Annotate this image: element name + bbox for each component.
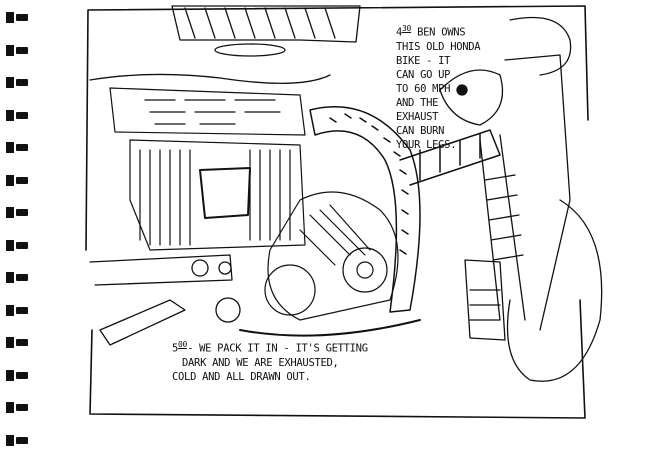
spiral-ring	[6, 44, 28, 56]
note-time: 5	[172, 342, 179, 355]
frame-tube	[309, 106, 501, 313]
spiral-ring	[6, 239, 28, 251]
spiral-ring	[6, 142, 28, 153]
spiral-ring	[6, 304, 28, 316]
spiral-ring	[6, 174, 28, 186]
seat	[89, 5, 361, 84]
spiral-ring	[6, 434, 28, 446]
spiral-ring	[6, 337, 28, 348]
spiral-binding	[6, 0, 32, 461]
note-line: can burn	[396, 124, 445, 137]
note-time-minutes: 00	[178, 340, 188, 349]
note-line: can go up	[396, 68, 451, 81]
note-line: this old Honda	[396, 40, 481, 53]
note-time-minutes: 30	[402, 24, 412, 33]
spiral-ring	[6, 77, 28, 88]
note-pack-it-in: 500- We pack it in - it's getting dark a…	[172, 338, 392, 384]
spiral-ring	[6, 12, 28, 23]
note-line: dark and we are exhausted,	[182, 356, 339, 369]
spiral-ring	[6, 369, 28, 381]
front-fork-and-wheel	[439, 16, 603, 382]
note-line: cold and all drawn out.	[172, 370, 311, 383]
engine	[239, 191, 421, 337]
spiral-ring	[6, 109, 28, 121]
note-time: 4	[396, 26, 403, 39]
note-line: - We pack it in - it's getting	[187, 342, 368, 355]
note-line: Ben owns	[417, 26, 466, 39]
spiral-ring	[6, 402, 28, 413]
spiral-ring	[6, 207, 28, 218]
note-line: exhaust	[396, 110, 439, 123]
footpeg-and-pedal	[89, 254, 241, 346]
note-ben-owns-honda: 430 Ben owns this old Honda bike - it ca…	[396, 22, 516, 152]
side-cover	[109, 87, 306, 251]
note-line: and the	[396, 96, 439, 109]
spiral-ring	[6, 272, 28, 283]
note-line: to 60 mph	[396, 82, 451, 95]
note-line: your legs.	[396, 138, 457, 151]
note-line: bike - it	[396, 54, 451, 67]
